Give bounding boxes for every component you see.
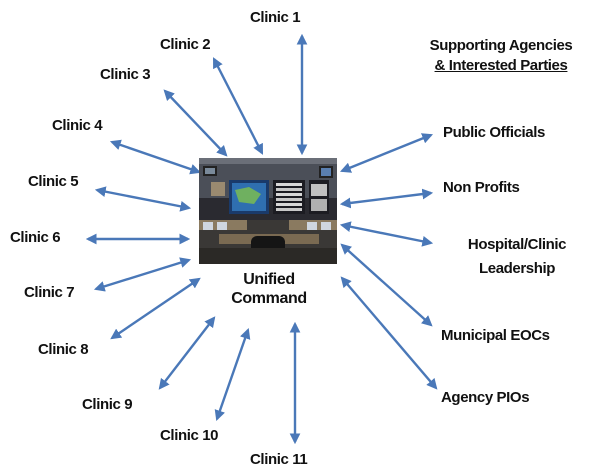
non-profits-label: Non Profits [443,179,520,196]
arrow-clinic-2 [212,57,264,155]
hospital-clinic-leadership-label: Hospital/Clinic Leadership [438,233,596,281]
supporting-heading-line1: Supporting Agencies [429,37,573,54]
unified-command-line1: Unified [243,271,295,288]
supporting-heading-line2: & Interested Parties [434,57,568,74]
arrow-clinic-5 [94,186,192,212]
arrow-clinic-9 [158,316,216,390]
clinic-5-label: Clinic 5 [28,173,79,190]
clinic-2-label: Clinic 2 [160,36,211,53]
arrow-clinic-4 [109,139,202,175]
arrow-municipal-eocs [340,243,433,327]
clinic-1-label: Clinic 1 [250,9,301,26]
supporting-agencies-heading: Supporting Agencies & Interested Parties [396,36,606,76]
arrow-clinic-7 [93,257,192,292]
public-officials-label: Public Officials [443,124,545,141]
clinic-9-label: Clinic 9 [82,396,133,413]
clinic-11-label: Clinic 11 [250,451,308,468]
clinic-7-label: Clinic 7 [24,284,75,301]
arrow-hospital-leadership [339,221,434,247]
clinic-10-label: Clinic 10 [160,427,219,444]
hospital-clinic-line2: Leadership [478,260,556,277]
arrow-clinic-3 [163,89,228,157]
unified-command-line2: Command [231,290,307,307]
hospital-clinic-line1: Hospital/Clinic [467,236,567,253]
arrow-non-profits [339,188,434,209]
arrow-public-officials [339,133,434,173]
connector-arrows [85,33,438,445]
agency-pios-label: Agency PIOs [441,389,530,406]
municipal-eocs-label: Municipal EOCs [441,327,550,344]
arrow-clinic-8 [110,277,201,340]
unified-command-label: Unified Command [228,270,310,308]
clinic-6-label: Clinic 6 [10,229,61,246]
arrow-clinic-10 [214,327,251,422]
clinic-3-label: Clinic 3 [100,66,151,83]
arrow-agency-pios [340,276,438,390]
clinic-8-label: Clinic 8 [38,341,89,358]
clinic-4-label: Clinic 4 [52,117,103,134]
command-center-photo [199,158,337,264]
